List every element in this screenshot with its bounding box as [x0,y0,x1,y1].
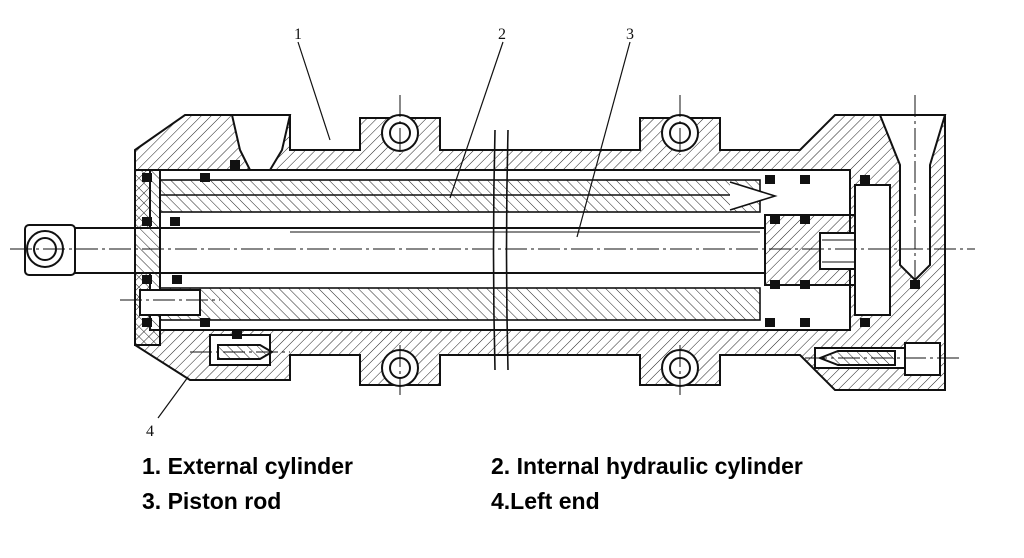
center-lines [10,95,975,395]
legend-item-1: 1. External cylinder [142,453,353,479]
callout-4: 4 [146,423,154,440]
rod-eye [24,224,76,276]
right-end-cap [814,114,947,376]
seals [142,160,920,339]
break-lines [492,129,509,371]
callout-2: 2 [498,26,506,43]
internal-hydraulic-cylinder [159,179,778,321]
legend-item-4: 4.Left end [491,488,600,514]
callout-1: 1 [294,26,302,43]
legend-item-2: 2. Internal hydraulic cylinder [491,453,803,479]
left-port [230,114,292,171]
legend-item-3: 3. Piston rod [142,488,282,514]
callout-3: 3 [626,26,634,43]
leader-lines [157,41,631,419]
left-end-cap [134,169,274,366]
